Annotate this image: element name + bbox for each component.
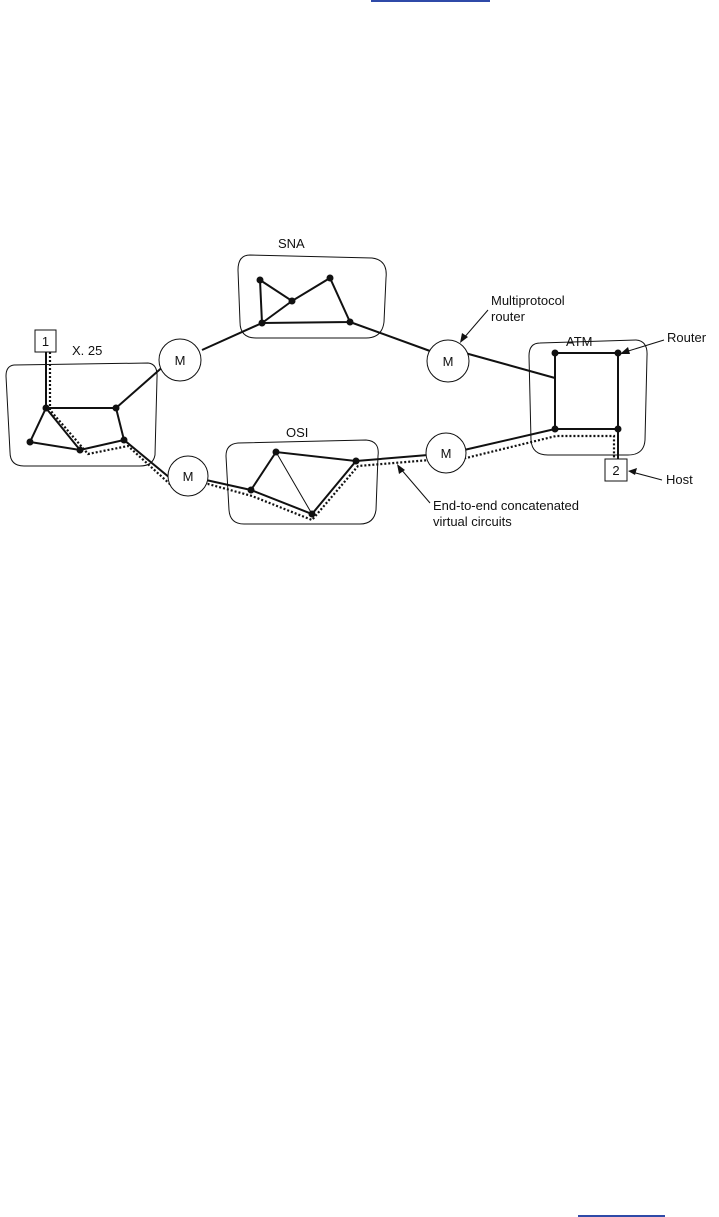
host-2-label: 2 — [612, 463, 619, 478]
node-dot — [259, 320, 266, 327]
node-dot — [289, 298, 296, 305]
router-arrow — [625, 340, 664, 352]
link-m4-atm — [464, 429, 555, 450]
node-dot — [353, 458, 360, 465]
router-arrowhead — [620, 347, 630, 354]
node-dot — [309, 511, 316, 518]
atm-label: ATM — [566, 334, 592, 349]
virtual-circuits-annotation-line1: End-to-end concatenated — [433, 498, 579, 513]
virtual-circuits-arrow — [400, 468, 430, 503]
osi-network-region — [226, 440, 378, 524]
sna-link — [262, 301, 292, 323]
atm-links — [555, 353, 618, 429]
node-dot — [43, 405, 50, 412]
node-dot — [327, 275, 334, 282]
sna-links — [260, 278, 350, 323]
multiprotocol-router-annotation-line1: Multiprotocol — [491, 293, 565, 308]
x25-label: X. 25 — [72, 343, 102, 358]
node-dot — [347, 319, 354, 326]
node-dot — [121, 437, 128, 444]
host-arrowhead — [628, 468, 637, 475]
router-letter: M — [441, 446, 452, 461]
node-dot — [77, 447, 84, 454]
host-1-label: 1 — [42, 334, 49, 349]
link-x25-m3 — [124, 440, 170, 478]
node-dot — [248, 487, 255, 494]
node-dot — [552, 426, 559, 433]
node-dot — [552, 350, 559, 357]
multiprotocol-arrow — [463, 310, 488, 339]
osi-label: OSI — [286, 425, 308, 440]
host-annotation: Host — [666, 472, 693, 487]
router-letter: M — [175, 353, 186, 368]
router-letter: M — [443, 354, 454, 369]
link-m2-atm — [465, 353, 555, 378]
x25-links — [30, 408, 124, 450]
sna-label: SNA — [278, 236, 305, 251]
host-1: 1 — [35, 330, 56, 352]
node-dot — [273, 449, 280, 456]
switch-nodes — [27, 275, 622, 518]
node-dot — [27, 439, 34, 446]
multiprotocol-router-1: M — [159, 339, 201, 381]
osi-links — [251, 452, 356, 514]
virtual-circuits-annotation-line2: virtual circuits — [433, 514, 512, 529]
link-m1-sna — [202, 323, 262, 350]
multiprotocol-router-4: M — [426, 433, 466, 473]
multiprotocol-router-3: M — [168, 456, 208, 496]
multiprotocol-router-annotation-line2: router — [491, 309, 526, 324]
router-annotation: Router — [667, 330, 707, 345]
multiprotocol-router-2: M — [427, 340, 469, 382]
host-2: 2 — [605, 459, 627, 481]
node-dot — [257, 277, 264, 284]
node-dot — [615, 350, 622, 357]
link-sna-m2 — [350, 322, 430, 351]
node-dot — [615, 426, 622, 433]
node-dot — [113, 405, 120, 412]
link-x25-m1 — [116, 364, 166, 408]
osi-link-thin — [276, 452, 312, 514]
host-arrow — [632, 472, 662, 480]
router-letter: M — [183, 469, 194, 484]
